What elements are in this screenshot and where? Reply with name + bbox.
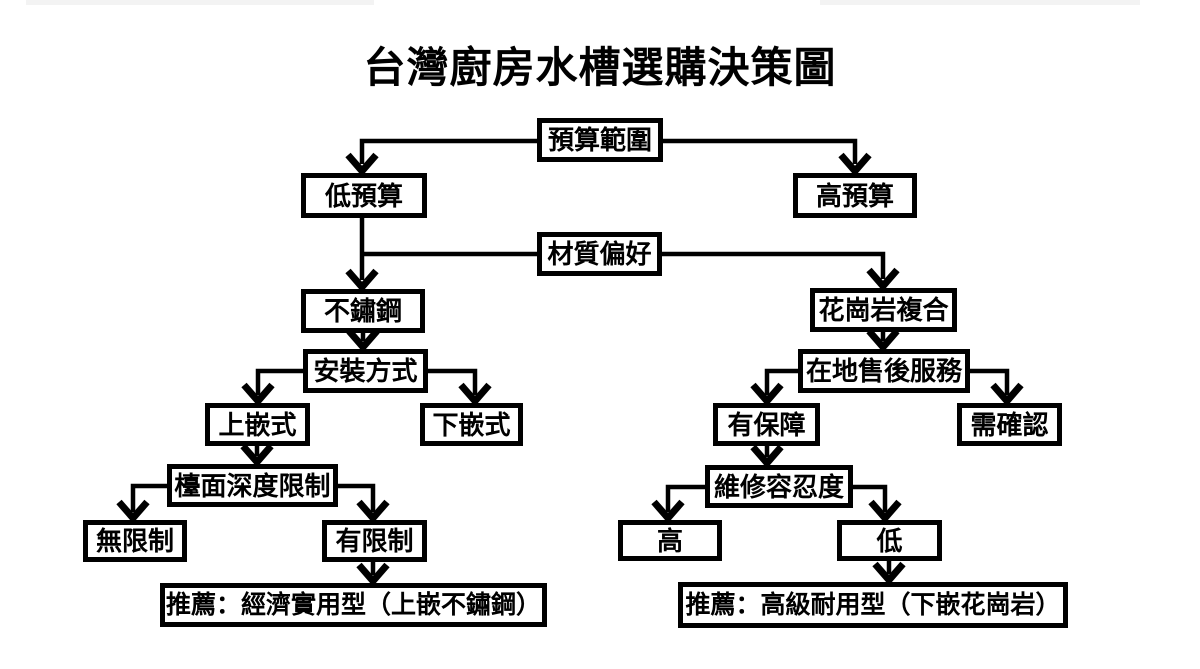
arrowhead-depth-to-haslimit	[356, 499, 390, 524]
arrowhead-stainless-to-install	[346, 328, 380, 353]
edge-repair-to-high	[665, 484, 707, 512]
node-label: 上嵌式	[218, 409, 297, 440]
node-has-limit: 有限制	[322, 520, 427, 562]
node-label: 推薦：高級耐用型（下嵌花崗岩）	[685, 590, 1061, 619]
node-label: 高預算	[815, 180, 894, 211]
arrowhead-topmount-to-depth	[240, 443, 274, 468]
edge-depth-to-haslimit	[336, 483, 376, 512]
edge-repair-to-low	[851, 484, 888, 512]
node-label: 高	[656, 525, 683, 556]
page-title: 台灣廚房水槽選購決策圖	[363, 44, 837, 91]
arrowhead-depth-to-nolimit	[116, 499, 150, 524]
node-under-mount: 下嵌式	[420, 403, 523, 446]
arrowhead-repair-to-low	[868, 499, 902, 524]
node-label: 下嵌式	[432, 409, 511, 440]
edge-material-to-granite	[662, 251, 886, 279]
edge-depth-to-nolimit	[130, 483, 169, 512]
arrowhead-material-to-granite	[866, 267, 900, 292]
top-edge-artifact-right	[820, 0, 1140, 5]
node-local-aftersales-service: 在地售後服務	[798, 349, 970, 393]
arrowhead-haslimit-to-economic	[356, 562, 390, 587]
node-recommend-economic: 推薦：經濟實用型（上嵌不鏽鋼）	[160, 583, 547, 627]
node-recommend-premium: 推薦：高級耐用型（下嵌花崗岩）	[678, 582, 1068, 628]
arrowhead-guaranteed-to-repair	[750, 444, 784, 469]
arrowhead-install-to-undermount	[458, 382, 492, 407]
arrowhead-low-to-stainless	[345, 268, 379, 293]
top-edge-artifact-left	[26, 0, 374, 5]
node-material-preference: 材質偏好	[537, 232, 662, 276]
arrowhead-repair-to-high	[651, 499, 685, 524]
arrowhead-service-to-guaranteed	[750, 382, 784, 407]
node-top-mount: 上嵌式	[205, 403, 310, 446]
edge-service-to-guaranteed	[764, 368, 800, 395]
edge-budget-to-low	[359, 138, 537, 164]
node-install-method: 安裝方式	[303, 349, 428, 393]
node-label: 檯面深度限制	[174, 470, 331, 501]
node-guaranteed: 有保障	[713, 403, 820, 446]
node-need-confirm: 需確認	[957, 403, 1062, 446]
arrowhead-low-to-premium	[872, 561, 906, 586]
node-repair-tolerance: 維修容忍度	[705, 465, 853, 508]
node-label: 安裝方式	[313, 356, 418, 386]
node-label: 低預算	[324, 180, 403, 211]
edge-service-to-confirm	[968, 368, 1010, 395]
node-label: 不鏽鋼	[323, 296, 402, 326]
arrowhead-budget-to-low	[345, 152, 379, 177]
node-granite-composite: 花崗岩複合	[810, 288, 957, 332]
arrowhead-budget-to-high	[838, 152, 872, 177]
node-counter-depth-limit: 檯面深度限制	[167, 464, 338, 507]
node-tolerance-low: 低	[837, 520, 942, 561]
node-label: 維修容忍度	[713, 471, 844, 502]
node-low-budget: 低預算	[301, 173, 427, 218]
node-label: 需確認	[970, 409, 1049, 440]
arrowhead-install-to-topmount	[241, 382, 275, 407]
node-no-limit: 無限制	[83, 520, 187, 562]
node-label: 無限制	[95, 526, 174, 556]
node-stainless-steel: 不鏽鋼	[301, 289, 425, 333]
node-budget-range: 預算範圍	[537, 118, 663, 162]
arrowhead-granite-to-service	[866, 328, 900, 353]
node-label: 在地售後服務	[805, 356, 962, 386]
node-label: 預算範圍	[547, 125, 652, 155]
edge-install-to-undermount	[426, 368, 478, 395]
node-label: 材質偏好	[547, 239, 652, 269]
arrowhead-service-to-confirm	[990, 382, 1024, 407]
edge-budget-to-high	[663, 138, 858, 164]
node-label: 推薦：經濟實用型（上嵌不鏽鋼）	[165, 590, 541, 619]
edge-install-to-topmount	[255, 368, 305, 395]
node-tolerance-high: 高	[618, 520, 722, 561]
node-label: 低	[876, 525, 903, 556]
node-high-budget: 高預算	[793, 173, 917, 218]
node-label: 花崗岩複合	[818, 295, 949, 325]
node-label: 有保障	[727, 409, 806, 440]
node-label: 有限制	[335, 526, 414, 556]
